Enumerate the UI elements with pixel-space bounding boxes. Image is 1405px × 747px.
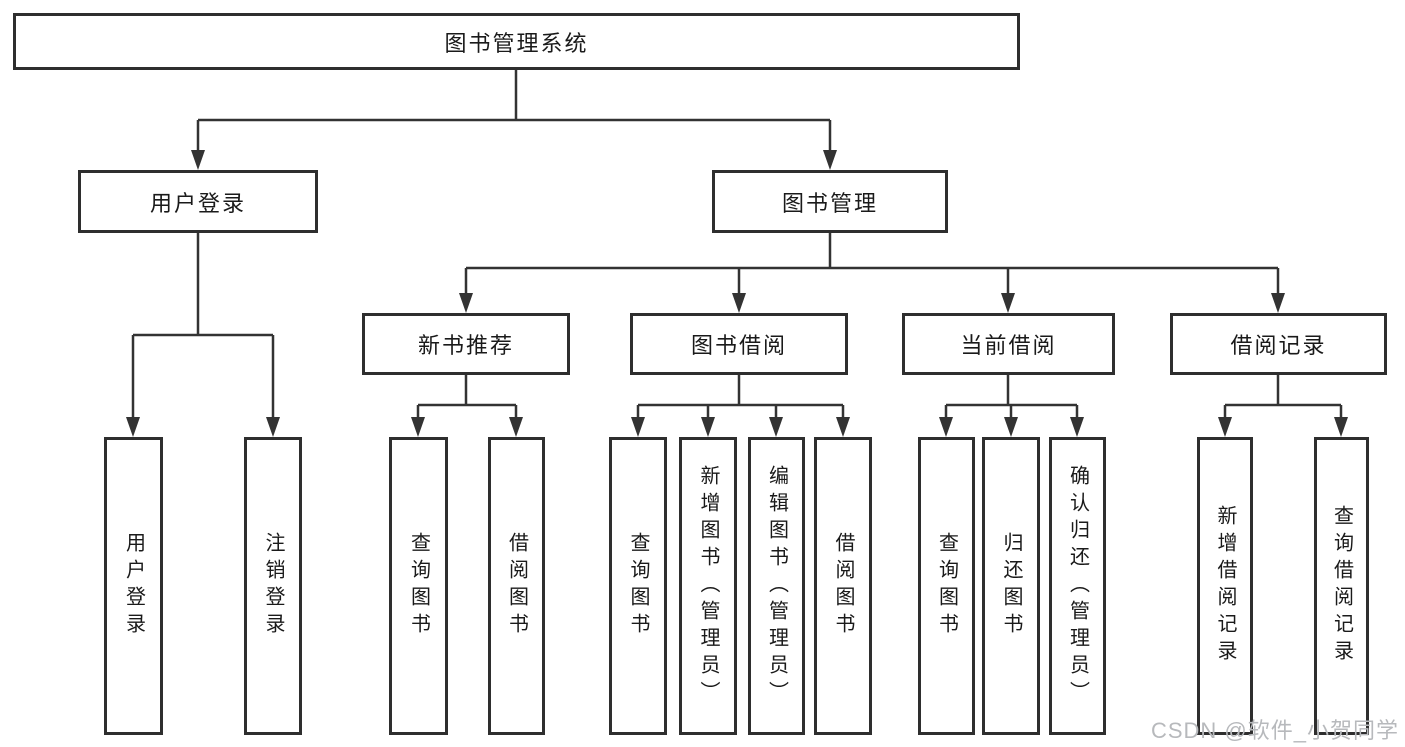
node-query-borrow-record: 查询借阅记录 [1314, 437, 1369, 735]
node-borrow-books-recommend: 借阅图书 [488, 437, 545, 735]
node-user-login-branch: 用户登录 [78, 170, 318, 233]
node-query-books-current: 查询图书 [918, 437, 975, 735]
node-query-books-recommend: 查询图书 [389, 437, 448, 735]
node-borrowing-records: 借阅记录 [1170, 313, 1387, 375]
node-add-book-admin: 新增图书（管理员） [679, 437, 737, 735]
node-return-books: 归还图书 [982, 437, 1040, 735]
node-query-books-borrowing: 查询图书 [609, 437, 667, 735]
node-user-login: 用户登录 [104, 437, 163, 735]
node-library-management-system: 图书管理系统 [13, 13, 1020, 70]
csdn-watermark: CSDN @软件_小贺同学 [1150, 718, 1399, 743]
node-add-borrow-record: 新增借阅记录 [1197, 437, 1253, 735]
node-borrow-books: 借阅图书 [814, 437, 872, 735]
node-current-borrowing: 当前借阅 [902, 313, 1115, 375]
node-logout: 注销登录 [244, 437, 302, 735]
node-edit-book-admin: 编辑图书（管理员） [748, 437, 805, 735]
node-book-management-branch: 图书管理 [712, 170, 948, 233]
node-book-borrowing: 图书借阅 [630, 313, 848, 375]
node-new-book-recommendation: 新书推荐 [362, 313, 570, 375]
node-confirm-return-admin: 确认归还（管理员） [1049, 437, 1106, 735]
